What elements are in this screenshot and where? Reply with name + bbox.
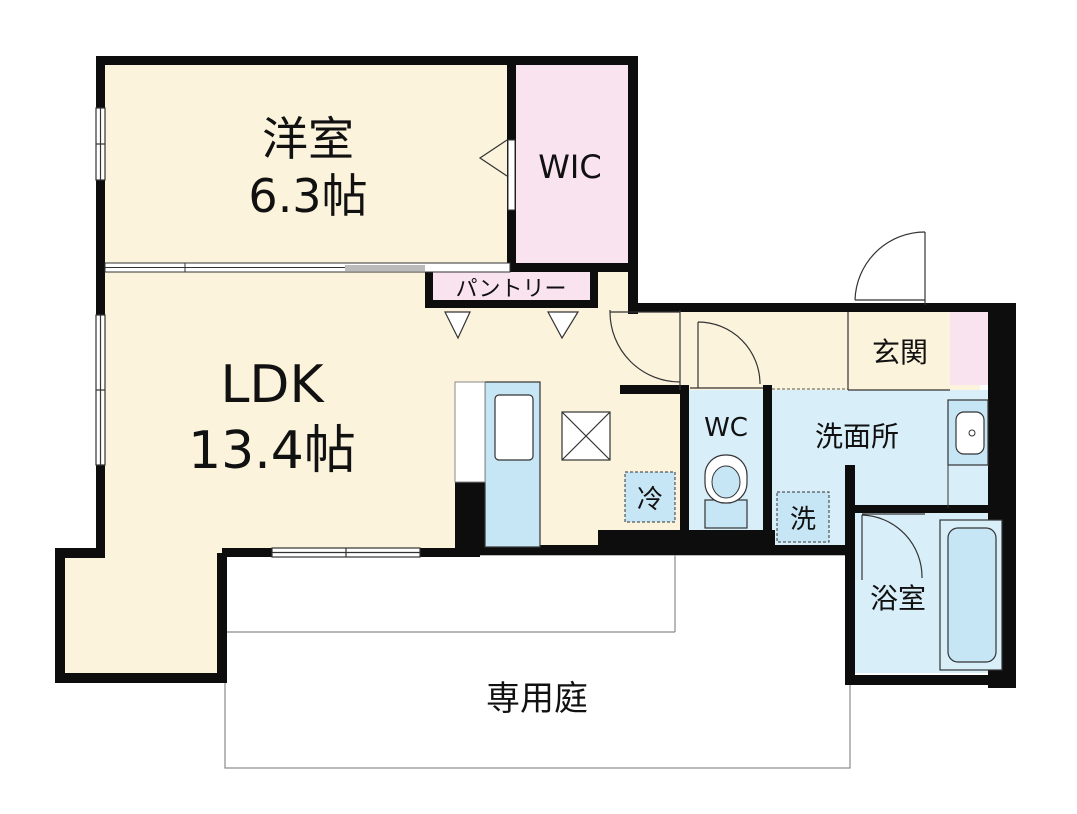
washer-space	[776, 491, 830, 543]
range-hood-mark	[561, 411, 611, 461]
washer-mark: 洗	[790, 505, 816, 535]
bathtub	[939, 519, 1003, 671]
entrance-door	[847, 231, 950, 391]
washroom-label: 洗面所	[815, 420, 899, 453]
western-room-name: 洋室	[262, 112, 354, 166]
western-room-size: 6.3帖	[248, 169, 367, 223]
private-garden-area	[224, 554, 851, 769]
private-garden-label: 専用庭	[486, 679, 588, 719]
ldk-door	[609, 310, 681, 390]
wc-door	[690, 321, 763, 389]
wic-label: WIC	[538, 148, 601, 186]
fridge-space	[624, 471, 676, 523]
entrance-label: 玄関	[872, 336, 928, 369]
pantry-label: パントリー	[455, 277, 566, 302]
pantry-door-marks	[444, 311, 580, 340]
bathroom-label: 浴室	[870, 582, 926, 615]
wc-label: WC	[704, 413, 748, 443]
entrance-floor	[848, 310, 948, 390]
bathroom-door	[861, 513, 925, 580]
wic-floor	[513, 60, 635, 268]
walls	[55, 56, 1016, 688]
wic-door	[478, 139, 516, 211]
shoe-box	[950, 310, 988, 385]
fridge-mark: 冷	[637, 485, 663, 515]
windows	[95, 107, 421, 558]
toilet	[704, 454, 748, 529]
ldk-name: LDK	[220, 355, 325, 415]
wash-basin	[947, 399, 989, 508]
sliding-door-western	[104, 262, 511, 273]
western-room-floor	[100, 60, 513, 268]
pantry-floor	[432, 270, 590, 305]
kitchen-counter	[454, 381, 541, 548]
ldk-size: 13.4帖	[188, 421, 356, 481]
